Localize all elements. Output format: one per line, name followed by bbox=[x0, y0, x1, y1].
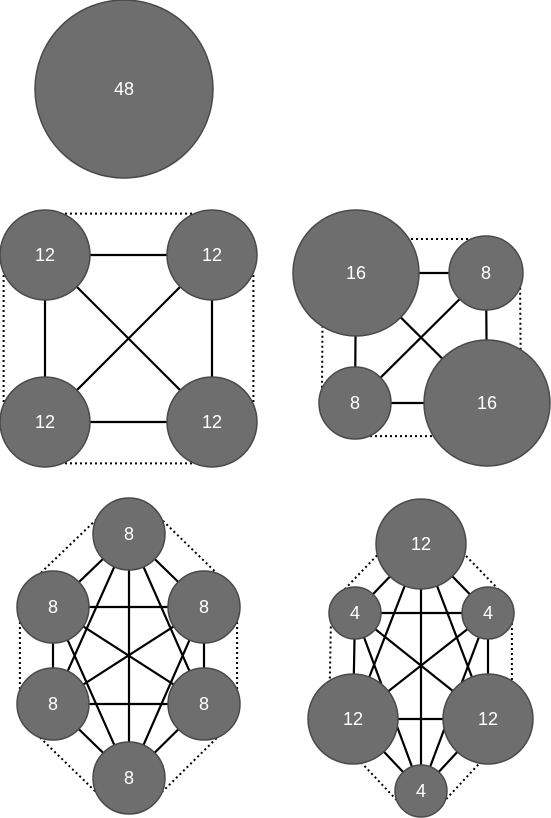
node-label: 12 bbox=[202, 412, 222, 432]
node-circle bbox=[34, 0, 214, 179]
node-circle bbox=[0, 209, 91, 301]
node-circle bbox=[92, 741, 166, 815]
node-circle bbox=[375, 498, 467, 590]
network-node: 12 bbox=[0, 209, 91, 301]
network-node: 4 bbox=[461, 586, 515, 640]
network-node: 8 bbox=[167, 570, 241, 644]
node-circle bbox=[423, 339, 551, 467]
node-circle bbox=[328, 586, 382, 640]
network-node: 12 bbox=[166, 209, 258, 301]
node-circle bbox=[394, 764, 448, 818]
node-label: 12 bbox=[35, 245, 55, 265]
node-circle bbox=[461, 586, 515, 640]
node-label: 12 bbox=[202, 245, 222, 265]
network-node: 12 bbox=[0, 376, 91, 468]
node-label: 8 bbox=[124, 768, 134, 788]
network-node: 8 bbox=[16, 570, 90, 644]
node-circle bbox=[307, 673, 399, 765]
node-circle bbox=[0, 376, 91, 468]
network-node: 4 bbox=[328, 586, 382, 640]
node-label: 8 bbox=[48, 694, 58, 714]
network-node: 4 bbox=[394, 764, 448, 818]
node-label: 8 bbox=[199, 597, 209, 617]
node-circle bbox=[292, 209, 420, 337]
network-node: 8 bbox=[92, 497, 166, 571]
network-node: 8 bbox=[318, 366, 392, 440]
node-label: 16 bbox=[346, 263, 366, 283]
node-circle bbox=[318, 366, 392, 440]
network-node: 8 bbox=[167, 667, 241, 741]
node-circle bbox=[167, 570, 241, 644]
node-circle bbox=[166, 209, 258, 301]
network-node: 48 bbox=[34, 0, 214, 179]
node-circle bbox=[92, 497, 166, 571]
network-node: 12 bbox=[442, 673, 534, 765]
node-circle bbox=[442, 673, 534, 765]
node-label: 8 bbox=[48, 597, 58, 617]
node-label: 8 bbox=[124, 524, 134, 544]
node-label: 4 bbox=[416, 781, 426, 801]
node-label: 12 bbox=[411, 534, 431, 554]
node-label: 16 bbox=[477, 393, 497, 413]
node-circle bbox=[16, 667, 90, 741]
network-node: 8 bbox=[448, 235, 524, 311]
node-circle bbox=[448, 235, 524, 311]
network-node: 16 bbox=[423, 339, 551, 467]
node-label: 48 bbox=[114, 79, 134, 99]
node-label: 8 bbox=[481, 263, 491, 283]
network-node: 16 bbox=[292, 209, 420, 337]
network-node: 12 bbox=[166, 376, 258, 468]
node-label: 8 bbox=[350, 393, 360, 413]
boundary-edge bbox=[320, 272, 324, 403]
node-label: 4 bbox=[483, 603, 493, 623]
node-label: 12 bbox=[35, 412, 55, 432]
network-node: 12 bbox=[375, 498, 467, 590]
node-circle bbox=[16, 570, 90, 644]
network-node: 8 bbox=[16, 667, 90, 741]
network-node: 12 bbox=[307, 673, 399, 765]
node-label: 12 bbox=[343, 709, 363, 729]
node-circle bbox=[166, 376, 258, 468]
node-label: 12 bbox=[478, 709, 498, 729]
boundary-edge bbox=[336, 526, 405, 598]
network-node: 8 bbox=[92, 741, 166, 815]
boundary-edge bbox=[334, 734, 405, 809]
node-label: 8 bbox=[199, 694, 209, 714]
node-circle bbox=[167, 667, 241, 741]
node-label: 4 bbox=[350, 603, 360, 623]
boundary-edge bbox=[519, 272, 522, 403]
